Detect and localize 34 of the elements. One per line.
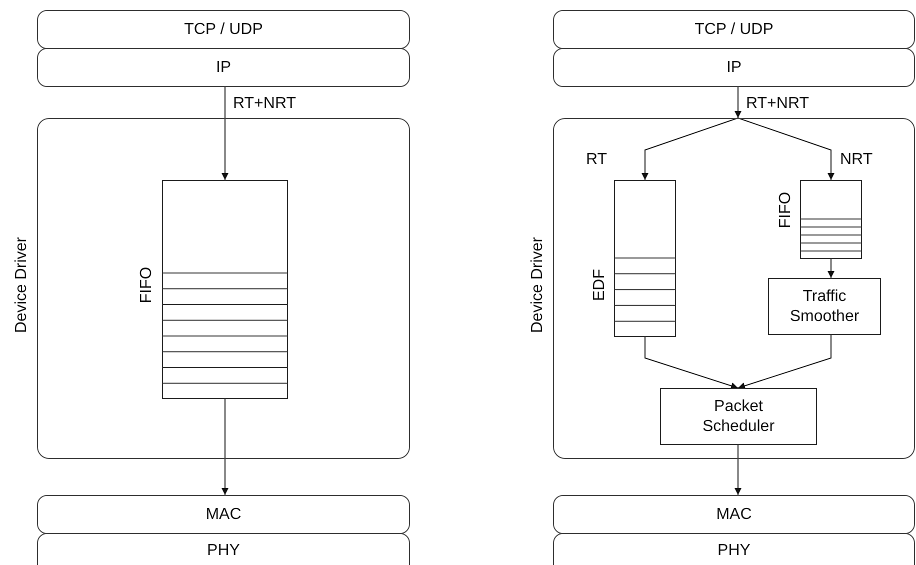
layer-label: PHY: [718, 542, 750, 560]
process-box: [768, 278, 881, 335]
arrow: [222, 398, 228, 496]
arrow: [738, 334, 832, 390]
arrow: [828, 258, 834, 278]
layer-label: IP: [216, 58, 232, 76]
arrow: [644, 336, 738, 390]
protocol-layer-box: [553, 533, 915, 565]
arrow: [734, 86, 742, 118]
layer-label: TCP / UDP: [184, 20, 263, 38]
protocol-layer-box: [37, 495, 410, 534]
protocol-layer-box: [553, 48, 915, 87]
arrow: [642, 118, 738, 180]
queue-label: EDF: [591, 269, 609, 301]
arrow: [734, 444, 742, 496]
layer-label: IP: [726, 58, 742, 76]
layer-label: MAC: [716, 506, 752, 524]
protocol-layer-box: [553, 495, 915, 534]
layer-label: MAC: [206, 506, 242, 524]
arrow: [738, 118, 834, 180]
layer-label: PHY: [207, 542, 240, 560]
arrow: [222, 86, 228, 180]
protocol-layer-box: [553, 10, 915, 49]
protocol-layer-box: [37, 48, 410, 87]
queue-label: FIFO: [777, 192, 795, 228]
layer-label: TCP / UDP: [694, 20, 774, 38]
protocol-layer-box: [37, 533, 410, 565]
queue-label: FIFO: [138, 266, 156, 304]
panel-title: Device Driver: [529, 237, 547, 333]
box-label: Packet Scheduler: [701, 397, 776, 436]
panel-title: Device Driver: [13, 237, 31, 333]
protocol-layer-box: [37, 10, 410, 49]
box-label: Traffic Smoother: [788, 287, 860, 326]
process-box: [660, 388, 817, 445]
